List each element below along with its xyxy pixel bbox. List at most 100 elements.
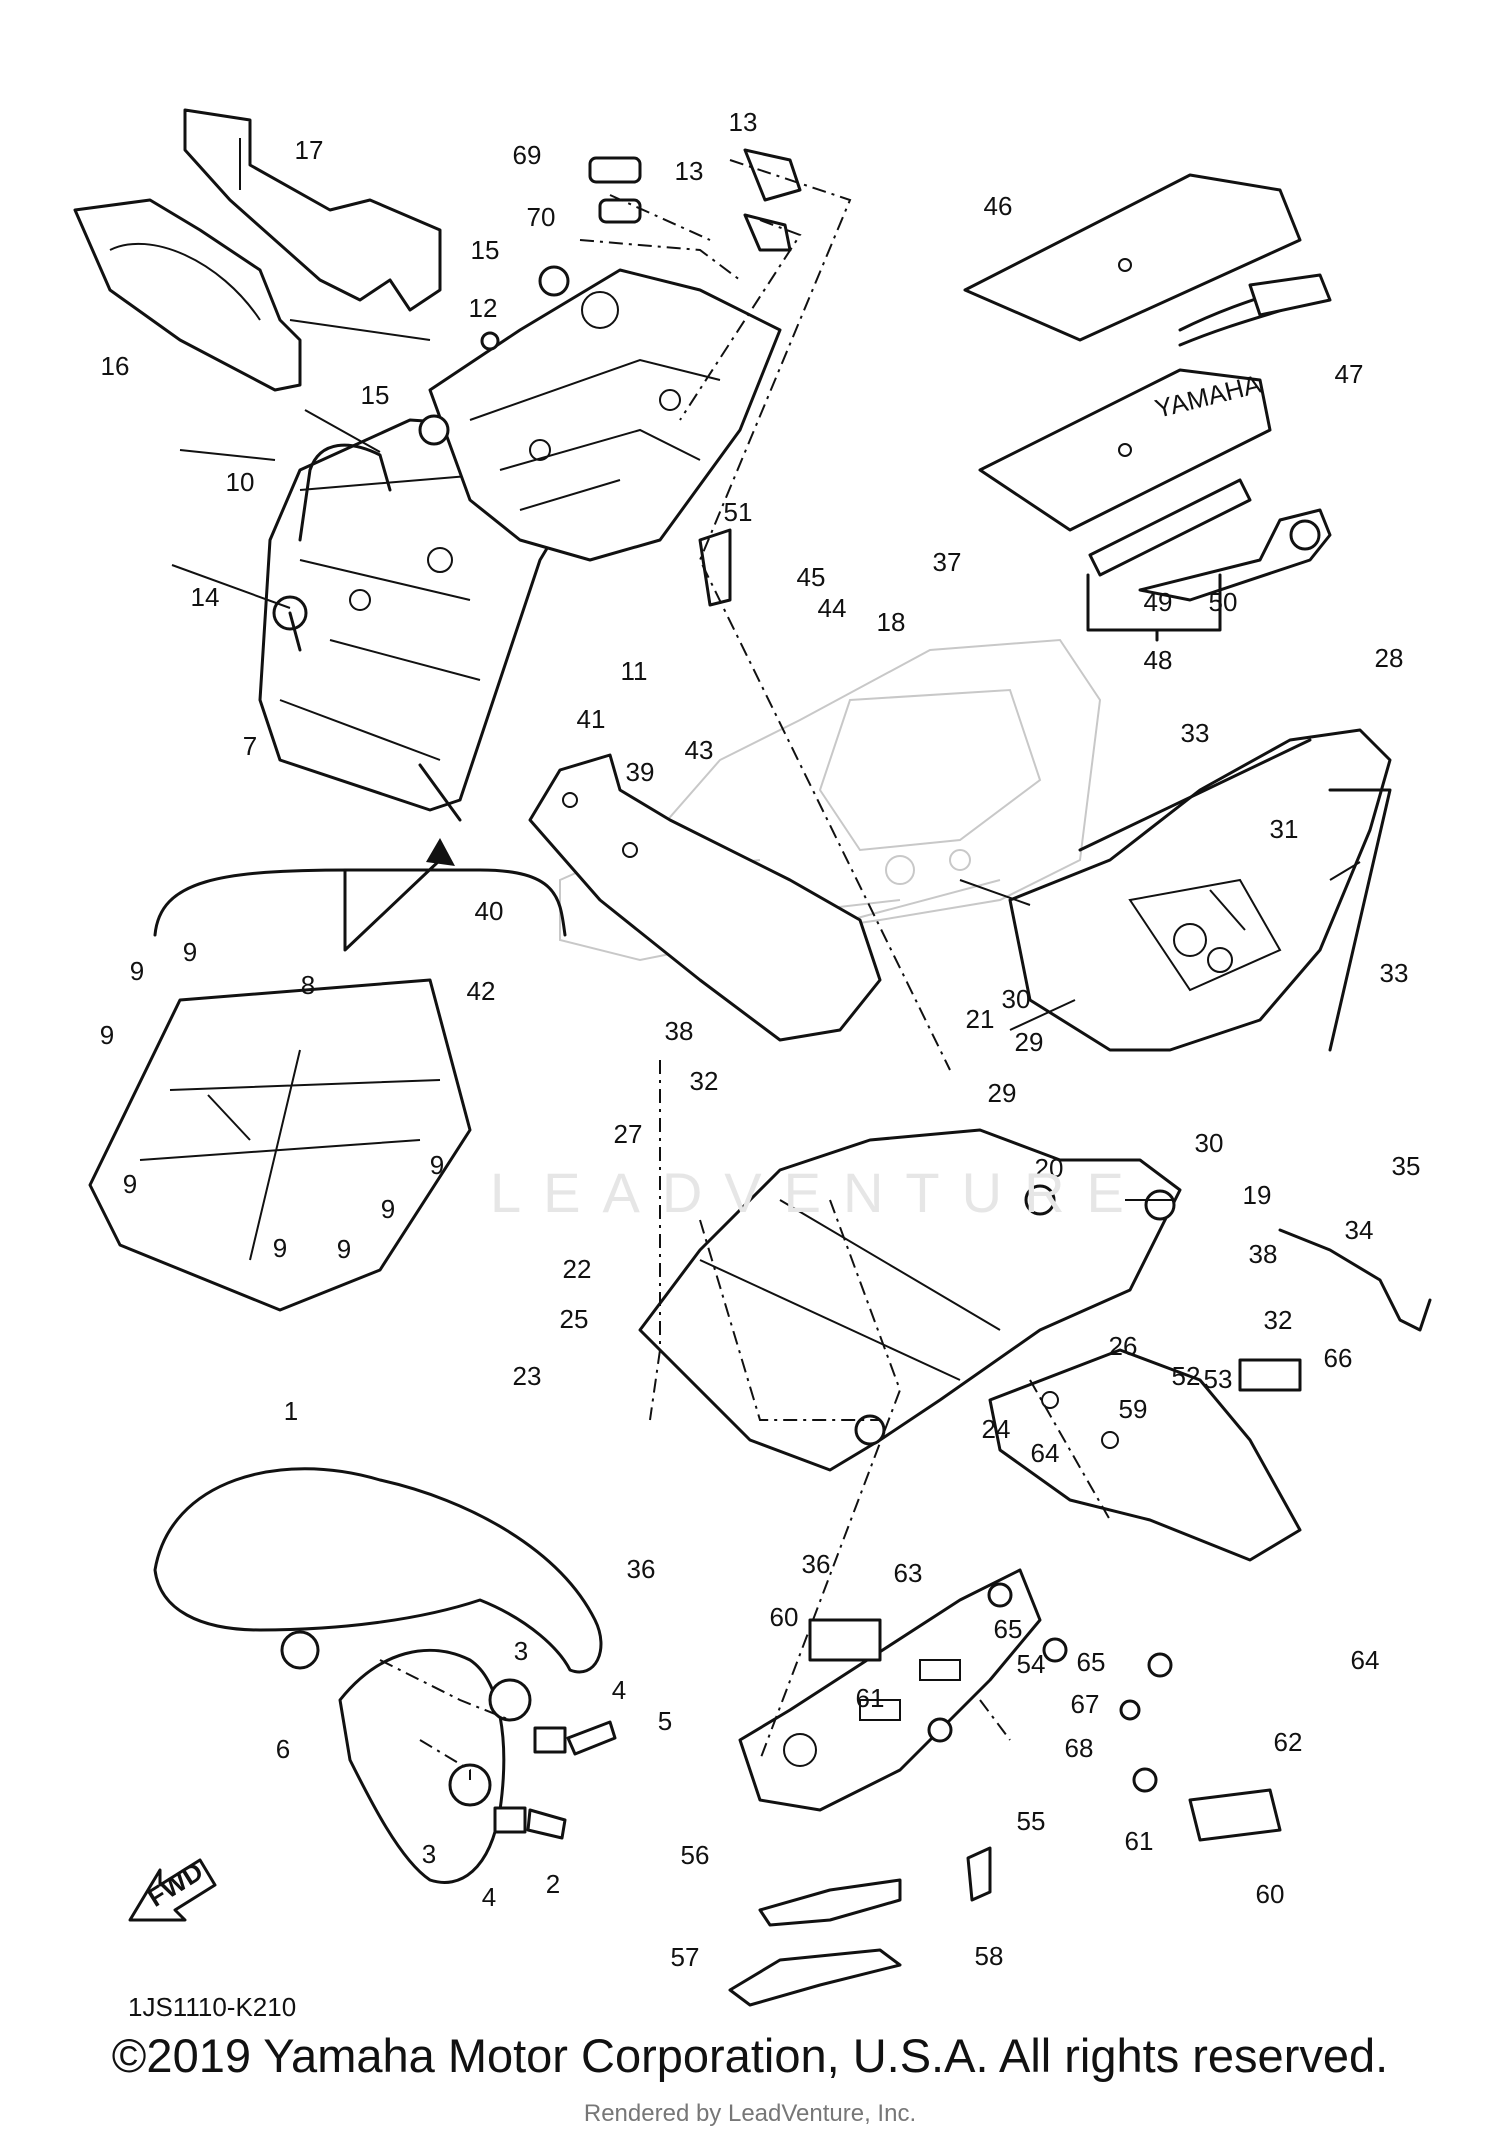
callout-33: 33 <box>1181 718 1210 748</box>
watermark: LEADVENTURE <box>490 1161 1146 1224</box>
callout-56: 56 <box>681 1840 710 1870</box>
callout-36: 36 <box>627 1554 656 1584</box>
misc-washers-61-68 <box>927 1582 1173 1902</box>
callout-38: 38 <box>665 1016 694 1046</box>
fwd-arrow: FWD <box>128 1856 217 1922</box>
callout-31: 31 <box>1270 814 1299 844</box>
callout-49: 49 <box>1144 587 1173 617</box>
callout-16: 16 <box>101 351 130 381</box>
callout-39: 39 <box>626 757 655 787</box>
tail-cowl-28 <box>1008 728 1392 1052</box>
callout-64: 64 <box>1351 1645 1380 1675</box>
callout-24: 24 <box>982 1414 1011 1444</box>
callout-13: 13 <box>729 107 758 137</box>
callout-9: 9 <box>381 1194 395 1224</box>
callout-labels: 1 2 3 3 4 4 5 6 7 8 9 9 9 9 9 9 9 9 10 1… <box>100 107 1421 1972</box>
callout-47: 47 <box>1335 359 1364 389</box>
inset-tray-detail <box>88 838 567 1312</box>
leader-lines <box>171 138 1361 1201</box>
owners-manual-46 <box>963 173 1302 342</box>
callout-9: 9 <box>183 937 197 967</box>
callout-9: 9 <box>100 1020 114 1050</box>
callout-54: 54 <box>1017 1649 1046 1679</box>
callout-60: 60 <box>770 1602 799 1632</box>
plate-bracket-66 <box>1278 1228 1432 1332</box>
fender-bolts-2-6 <box>448 1678 617 1840</box>
callout-4: 4 <box>612 1675 626 1705</box>
copyright-notice: ©2019 Yamaha Motor Corporation, U.S.A. A… <box>111 2029 1389 2082</box>
callout-9: 9 <box>130 956 144 986</box>
callout-3: 3 <box>422 1839 436 1869</box>
callout-57: 57 <box>671 1942 700 1972</box>
callout-15: 15 <box>361 380 390 410</box>
callout-25: 25 <box>560 1304 589 1334</box>
callout-41: 41 <box>577 704 606 734</box>
license-light-53 <box>1238 1358 1302 1392</box>
callout-29: 29 <box>988 1078 1017 1108</box>
callout-36: 36 <box>802 1549 831 1579</box>
callout-48: 48 <box>1144 645 1173 675</box>
callout-15: 15 <box>471 235 500 265</box>
callout-46: 46 <box>984 191 1013 221</box>
callout-22: 22 <box>563 1254 592 1284</box>
strap-10 <box>298 443 392 542</box>
assembly-guides <box>379 159 1111 1780</box>
callout-59: 59 <box>1119 1394 1148 1424</box>
callout-9: 9 <box>123 1169 137 1199</box>
callout-6: 6 <box>276 1734 290 1764</box>
callout-50: 50 <box>1209 587 1238 617</box>
callout-9: 9 <box>430 1150 444 1180</box>
callout-27: 27 <box>614 1119 643 1149</box>
side-trim-33a <box>1078 738 1312 852</box>
callout-33: 33 <box>1380 958 1409 988</box>
callout-4: 4 <box>482 1882 496 1912</box>
callout-34: 34 <box>1345 1215 1374 1245</box>
callout-61: 61 <box>1125 1826 1154 1856</box>
callout-42: 42 <box>467 976 496 1006</box>
callout-66: 66 <box>1324 1343 1353 1373</box>
diagram-code: 1JS1110-K210 <box>128 1992 297 2022</box>
rear-mudguard-52 <box>988 1348 1302 1562</box>
callout-21: 21 <box>966 1004 995 1034</box>
callout-44: 44 <box>818 593 847 623</box>
callout-19: 19 <box>1243 1180 1272 1210</box>
callout-51: 51 <box>724 497 753 527</box>
callout-23: 23 <box>513 1361 542 1391</box>
callout-69: 69 <box>513 140 542 170</box>
callout-29: 29 <box>1015 1027 1044 1057</box>
reflector-60b <box>1188 1788 1282 1842</box>
callout-64: 64 <box>1031 1438 1060 1468</box>
seat-pad-17 <box>183 108 442 312</box>
callout-11: 11 <box>621 656 648 686</box>
callout-63: 63 <box>894 1558 923 1588</box>
callout-37: 37 <box>933 547 962 577</box>
callout-1: 1 <box>284 1396 298 1426</box>
callout-30: 30 <box>1002 984 1031 1014</box>
callout-9: 9 <box>337 1234 351 1264</box>
callout-9: 9 <box>273 1233 287 1263</box>
callout-67: 67 <box>1071 1689 1100 1719</box>
rear-fender-19 <box>638 1128 1182 1472</box>
callout-43: 43 <box>685 735 714 765</box>
callout-55: 55 <box>1017 1806 1046 1836</box>
callout-61: 61 <box>856 1683 885 1713</box>
callout-40: 40 <box>475 896 504 926</box>
callout-38: 38 <box>1249 1239 1278 1269</box>
seat-pad-16 <box>73 198 302 392</box>
callout-53: 53 <box>1204 1364 1233 1394</box>
callout-18: 18 <box>877 607 906 637</box>
rendered-by-notice: Rendered by LeadVenture, Inc. <box>583 2100 917 2127</box>
callout-52: 52 <box>1172 1361 1201 1391</box>
callout-62: 62 <box>1274 1727 1303 1757</box>
callout-68: 68 <box>1065 1733 1094 1763</box>
seat-bracket-assembly <box>428 268 782 562</box>
callout-12: 12 <box>469 293 498 323</box>
side-trim-33b <box>1328 788 1392 1052</box>
callout-2: 2 <box>546 1869 560 1899</box>
reflector-60a <box>808 1618 882 1662</box>
callout-26: 26 <box>1109 1331 1138 1361</box>
tool-bag-cover: YAMAHA <box>978 368 1272 532</box>
callout-32: 32 <box>690 1066 719 1096</box>
tool-kit-48 <box>1086 478 1332 642</box>
callout-32: 32 <box>1264 1305 1293 1335</box>
